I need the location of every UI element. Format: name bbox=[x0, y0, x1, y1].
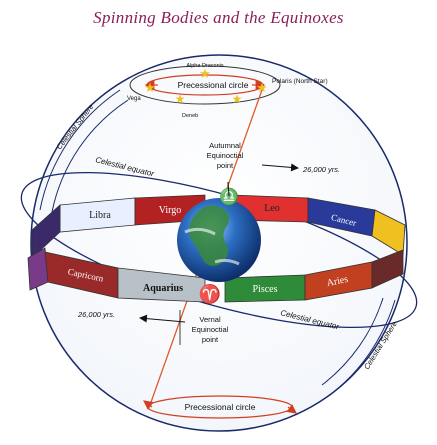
sphere-band-left-inner bbox=[51, 99, 129, 213]
aries-symbol-icon: ♈ bbox=[199, 283, 221, 304]
star-polaris: ★ bbox=[256, 80, 268, 95]
label-polaris: Polaris (North Star) bbox=[272, 78, 328, 85]
precessional-arrow-bottom-left bbox=[143, 400, 154, 410]
label-autumnal-line3: point bbox=[217, 161, 234, 170]
label-precessional-circle-bottom: Precessional circle bbox=[185, 402, 256, 412]
label-alpha-draconis: Alpha Draconis bbox=[186, 63, 224, 69]
svg-text:★: ★ bbox=[256, 80, 268, 95]
label-vega: Vega bbox=[127, 96, 141, 102]
label-virgo: Virgo bbox=[159, 205, 182, 216]
zodiac-scorpio bbox=[31, 204, 61, 259]
label-autumnal-line1: Autumnal bbox=[209, 141, 241, 150]
autumnal-pointer bbox=[227, 181, 230, 197]
label-vernal-line3: point bbox=[202, 335, 219, 344]
earth-landmass bbox=[189, 205, 230, 266]
label-years-left: 26,000 yrs. bbox=[77, 310, 115, 319]
sphere-band-right bbox=[329, 299, 396, 396]
sphere-band-left bbox=[39, 89, 121, 211]
star-vega: ★ bbox=[144, 80, 156, 95]
label-autumnal-line2: Equinoctial bbox=[207, 151, 244, 160]
label-leo: Leo bbox=[264, 203, 280, 214]
label-aquarius: Aquarius bbox=[143, 283, 183, 294]
vernal-arrow bbox=[139, 314, 186, 323]
label-libra: Libra bbox=[89, 210, 111, 221]
label-years-right: 26,000 yrs. bbox=[302, 165, 340, 174]
star-alpha-draconis: ★ bbox=[199, 66, 211, 81]
svg-text:★: ★ bbox=[199, 66, 211, 81]
star-extra: ★ bbox=[232, 92, 243, 106]
label-vernal-line1: Vernal bbox=[199, 315, 221, 324]
label-deneb: Deneb bbox=[182, 113, 198, 119]
autumnal-arrow bbox=[261, 163, 299, 172]
label-pisces: Pisces bbox=[253, 284, 278, 295]
svg-text:★: ★ bbox=[175, 92, 186, 106]
precessional-circle-top-outer bbox=[129, 65, 281, 105]
star-deneb: ★ bbox=[175, 92, 186, 106]
libra-symbol-icon: ♎ bbox=[219, 187, 239, 206]
label-aries: Aries bbox=[326, 274, 350, 289]
zodiac-ring bbox=[27, 194, 406, 303]
zodiac-aquarius bbox=[117, 267, 206, 303]
svg-text:★: ★ bbox=[144, 80, 156, 95]
diagram-title: Spinning Bodies and the Equinoxes bbox=[93, 8, 344, 27]
zodiac-taurus bbox=[371, 249, 404, 289]
label-vernal-line2: Equinoctial bbox=[192, 325, 229, 334]
svg-text:★: ★ bbox=[232, 92, 243, 106]
precessional-arrow-bottom-right bbox=[286, 404, 297, 414]
earth-clouds bbox=[184, 227, 240, 266]
label-precessional-circle-top: Precessional circle bbox=[178, 80, 249, 90]
sphere-band-right-inner bbox=[321, 297, 384, 386]
